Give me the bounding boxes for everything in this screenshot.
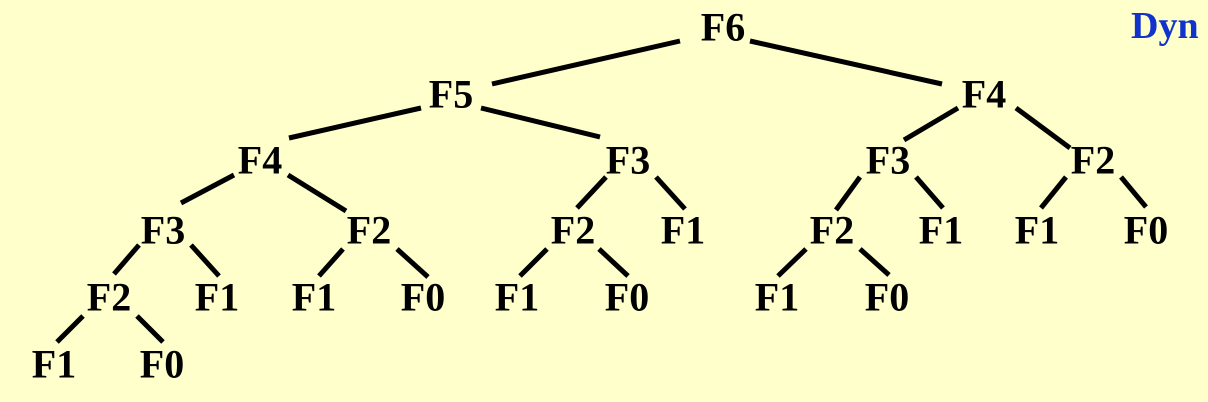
tree-node-f2: F2 <box>551 208 595 253</box>
tree-node-f3: F3 <box>866 138 910 183</box>
tree-edge <box>286 172 348 214</box>
tree-node-f3: F3 <box>141 208 185 253</box>
tree-node-f1: F1 <box>661 208 705 253</box>
tree-edge <box>597 247 630 278</box>
tree-edge <box>749 38 943 87</box>
slide-title-fragment: Dyn <box>1131 5 1199 47</box>
tree-node-f1: F1 <box>1015 208 1059 253</box>
tree-node-f1: F1 <box>755 275 799 320</box>
tree-node-f2: F2 <box>87 275 131 320</box>
tree-edge <box>112 243 141 276</box>
tree-edge <box>189 243 221 278</box>
tree-edge <box>1014 105 1072 151</box>
tree-node-f1: F1 <box>292 275 336 320</box>
tree-edge <box>914 175 945 210</box>
tree-node-f3: F3 <box>606 138 650 183</box>
tree-edge <box>480 105 601 140</box>
tree-edge <box>833 175 863 212</box>
tree-edge <box>1039 175 1068 210</box>
tree-edge <box>575 175 608 210</box>
tree-node-f0: F0 <box>605 275 649 320</box>
tree-node-f6: F6 <box>701 5 745 50</box>
tree-node-f2: F2 <box>347 208 391 253</box>
tree-edge <box>902 105 960 143</box>
tree-edge <box>654 175 687 211</box>
tree-node-f1: F1 <box>495 275 539 320</box>
tree-edge <box>288 105 422 141</box>
tree-edge <box>858 247 891 277</box>
tree-edge <box>395 247 430 279</box>
tree-node-f0: F0 <box>140 342 184 387</box>
tree-edge <box>55 314 85 344</box>
tree-node-f1: F1 <box>919 208 963 253</box>
tree-node-f4: F4 <box>238 138 282 183</box>
tree-node-f1: F1 <box>32 342 76 387</box>
tree-edge <box>491 38 681 87</box>
tree-edge <box>776 247 808 278</box>
tree-node-f0: F0 <box>1124 208 1168 253</box>
tree-edge <box>179 172 236 206</box>
tree-node-f0: F0 <box>865 275 909 320</box>
tree-node-f2: F2 <box>810 208 854 253</box>
tree-node-f0: F0 <box>401 275 445 320</box>
tree-edge <box>518 247 549 278</box>
tree-node-f5: F5 <box>429 72 473 117</box>
tree-edge <box>1119 175 1148 209</box>
tree-node-f4: F4 <box>962 72 1006 117</box>
tree-node-f2: F2 <box>1071 138 1115 183</box>
tree-node-f1: F1 <box>195 275 239 320</box>
tree-edges <box>55 38 1148 344</box>
tree-edge <box>135 314 165 344</box>
tree-edge <box>317 247 345 278</box>
